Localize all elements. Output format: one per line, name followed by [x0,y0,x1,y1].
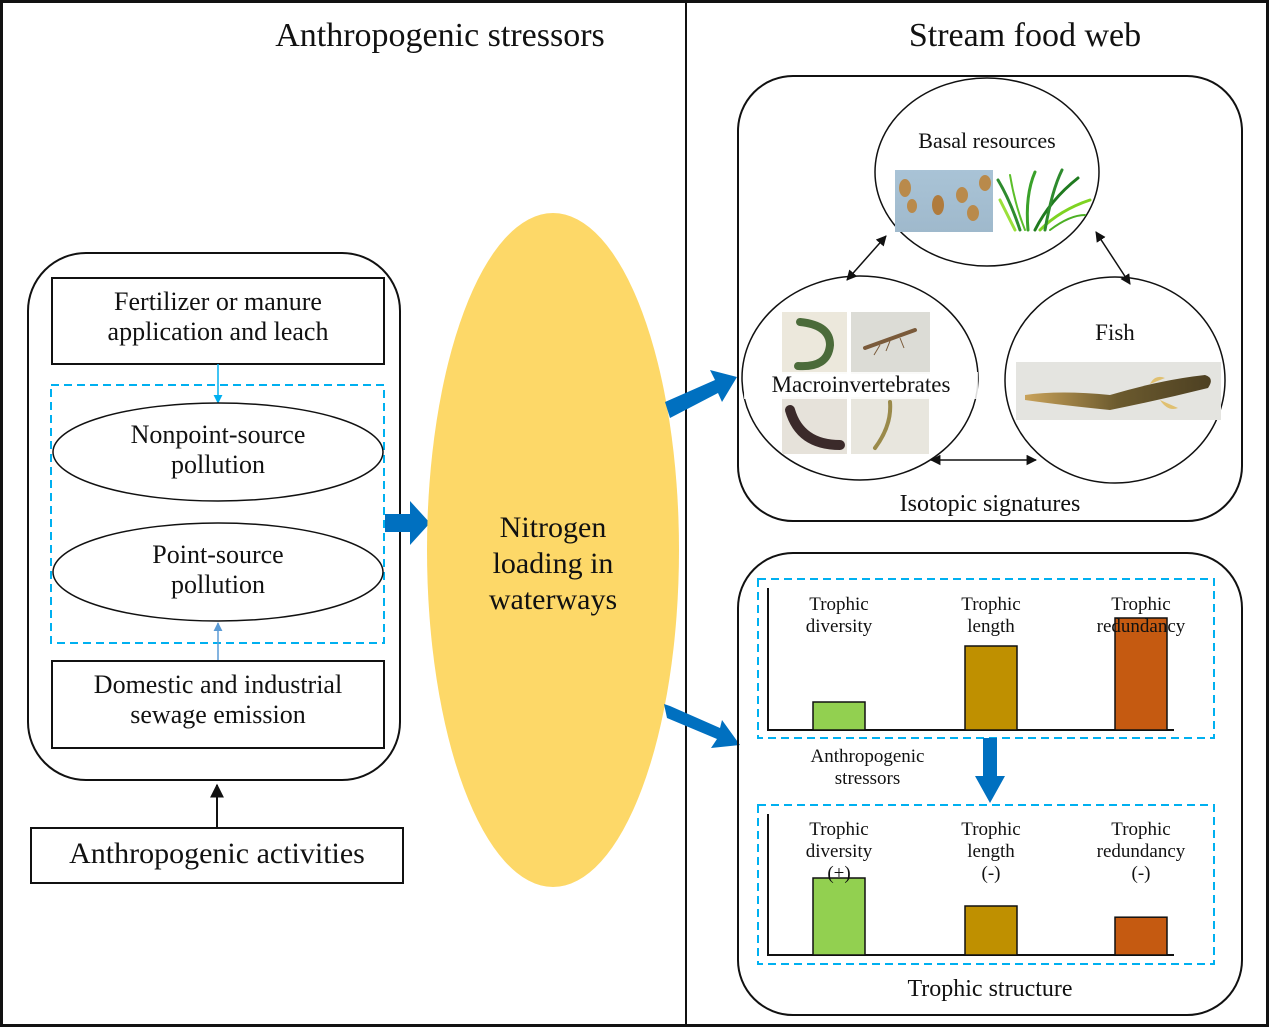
sewage-label: Domestic and industrial sewage emission [52,670,384,731]
fertilizer-box [51,277,385,365]
isotopic-signatures-label: Isotopic signatures [899,491,1081,517]
bar-label-line-2: redundancy [1096,616,1186,638]
nitrogen-label-line1: Nitrogen [499,511,607,544]
macroinvertebrates-label: Macroinvertebrates [744,372,978,399]
activities-box [30,827,404,884]
bar-label-line-2: redundancy [1096,841,1186,863]
to-trophic-arrow [664,704,740,748]
point-label: Point-source pollution [53,540,383,601]
food-web-box [737,75,1243,522]
nitrogen-label-line2: loading in [492,547,614,580]
fish-image [1016,362,1221,420]
to-food-web-arrow [665,370,737,418]
bar-trophic-redundancy [1114,916,1168,956]
bar-trophic-redundancy [1114,617,1168,731]
nitrogen-ellipse [427,213,679,887]
right-panel-title: Stream food web [908,17,1142,54]
fertilizer-label: Fertilizer or manure application and lea… [52,287,384,348]
basal-fish-arrow [1095,231,1131,285]
before-chart-bars [812,617,1168,731]
point-label-line1: Point-source [152,540,284,569]
stressor-label-line1: Anthropogenic [810,746,925,767]
bar-label-line-1: Trophic [1111,594,1171,615]
basal-resources-label: Basal resources [918,128,1056,153]
bar-label-line-3: (-) [981,863,1001,885]
nonpoint-label: Nonpoint-source pollution [53,420,383,481]
nitrogen-label-line3: waterways [488,583,618,616]
fertilizer-label-line2: application and leach [107,317,329,347]
stressor-label-line2: stressors [834,768,901,790]
to-nitrogen-arrow [385,501,430,545]
trophic-box [737,552,1243,1016]
activities-label: Anthropogenic activities [69,837,365,870]
sewage-label-line1: Domestic and industrial [93,670,343,699]
bar-label-line-1: Trophic [961,819,1021,840]
nonpoint-label-line1: Nonpoint-source [130,420,306,449]
bar-label-line-2: diversity [805,616,873,638]
point-ellipse [52,522,384,622]
after-chart-frame [757,804,1215,965]
bar-label-line-1: Trophic [809,594,869,615]
bar-label-line-2: diversity [805,841,873,863]
bar-label-line-2: length [967,841,1015,863]
nonpoint-ellipse [52,402,384,502]
before-chart-frame [757,578,1215,739]
food-web-panel [737,75,1243,522]
bar-label-line-1: Trophic [1111,819,1171,840]
nitrogen-label: Nitrogen loading in waterways [430,510,676,618]
sewage-box [51,660,385,749]
stressor-down-arrow [975,738,1005,803]
bar-label-line-3: (+) [827,863,851,885]
stressor-label: Anthropogenic stressors [775,746,960,790]
left-panel-title: Anthropogenic stressors [275,17,605,54]
macroinvertebrate-images [782,312,930,454]
trophic-structure-label: Trophic structure [907,976,1073,1002]
bar-label-line-1: Trophic [961,594,1021,615]
bar-trophic-length [964,645,1018,731]
point-label-line2: pollution [171,570,265,600]
fish-label: Fish [1095,320,1135,345]
after-chart-bars [812,877,1168,956]
bar-trophic-diversity [812,701,866,731]
diatom-image [895,170,993,232]
bar-trophic-length [964,905,1018,956]
before-chart-axes [767,588,1174,731]
bar-label-line-1: Trophic [809,819,869,840]
left-panel [27,213,740,887]
nonpoint-label-line2: pollution [171,450,265,480]
bar-label-line-3: (-) [1131,863,1151,885]
macro-basal-arrow [846,235,887,281]
trophic-panel [737,552,1243,1016]
stonefly-nymph-image [851,312,930,374]
sewage-label-line2: sewage emission [130,700,306,730]
after-chart-axes [767,814,1174,956]
fertilizer-label-line1: Fertilizer or manure [114,287,322,316]
bar-trophic-diversity [812,877,866,956]
bar-label-line-2: length [967,616,1015,638]
grass-image [996,168,1092,232]
